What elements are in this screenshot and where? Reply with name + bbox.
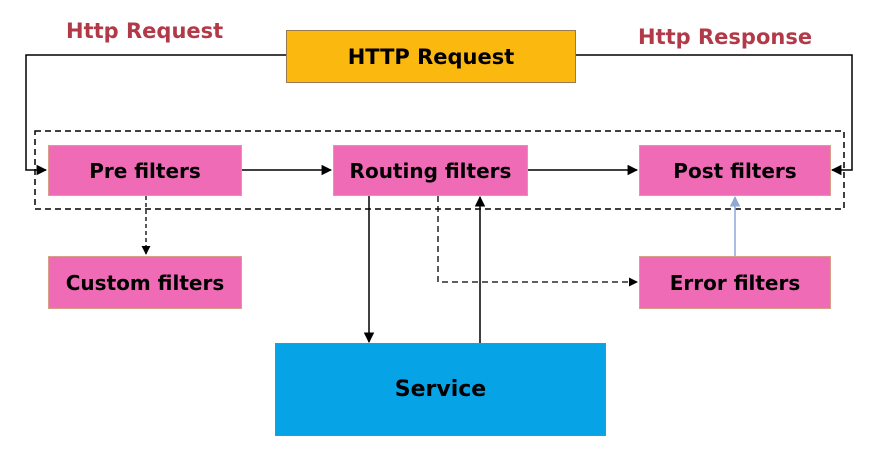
request-to-pre-filters-line: [25, 54, 286, 176]
http-request-label: Http Request: [66, 19, 224, 43]
post-filters-box: Post filters: [639, 145, 831, 196]
http-response-label: Http Response: [638, 25, 813, 49]
error-filters-box: Error filters: [639, 256, 831, 309]
custom-filters-box: Custom filters: [48, 256, 242, 309]
routing-filters-box: Routing filters: [333, 145, 528, 196]
http-request-box: HTTP Request: [286, 30, 576, 83]
routing-to-error-dashed-arrow: [437, 196, 638, 287]
service-box: Service: [275, 343, 606, 436]
post-filters-to-response-line: [576, 54, 853, 176]
pre-filters-box: Pre filters: [48, 145, 242, 196]
